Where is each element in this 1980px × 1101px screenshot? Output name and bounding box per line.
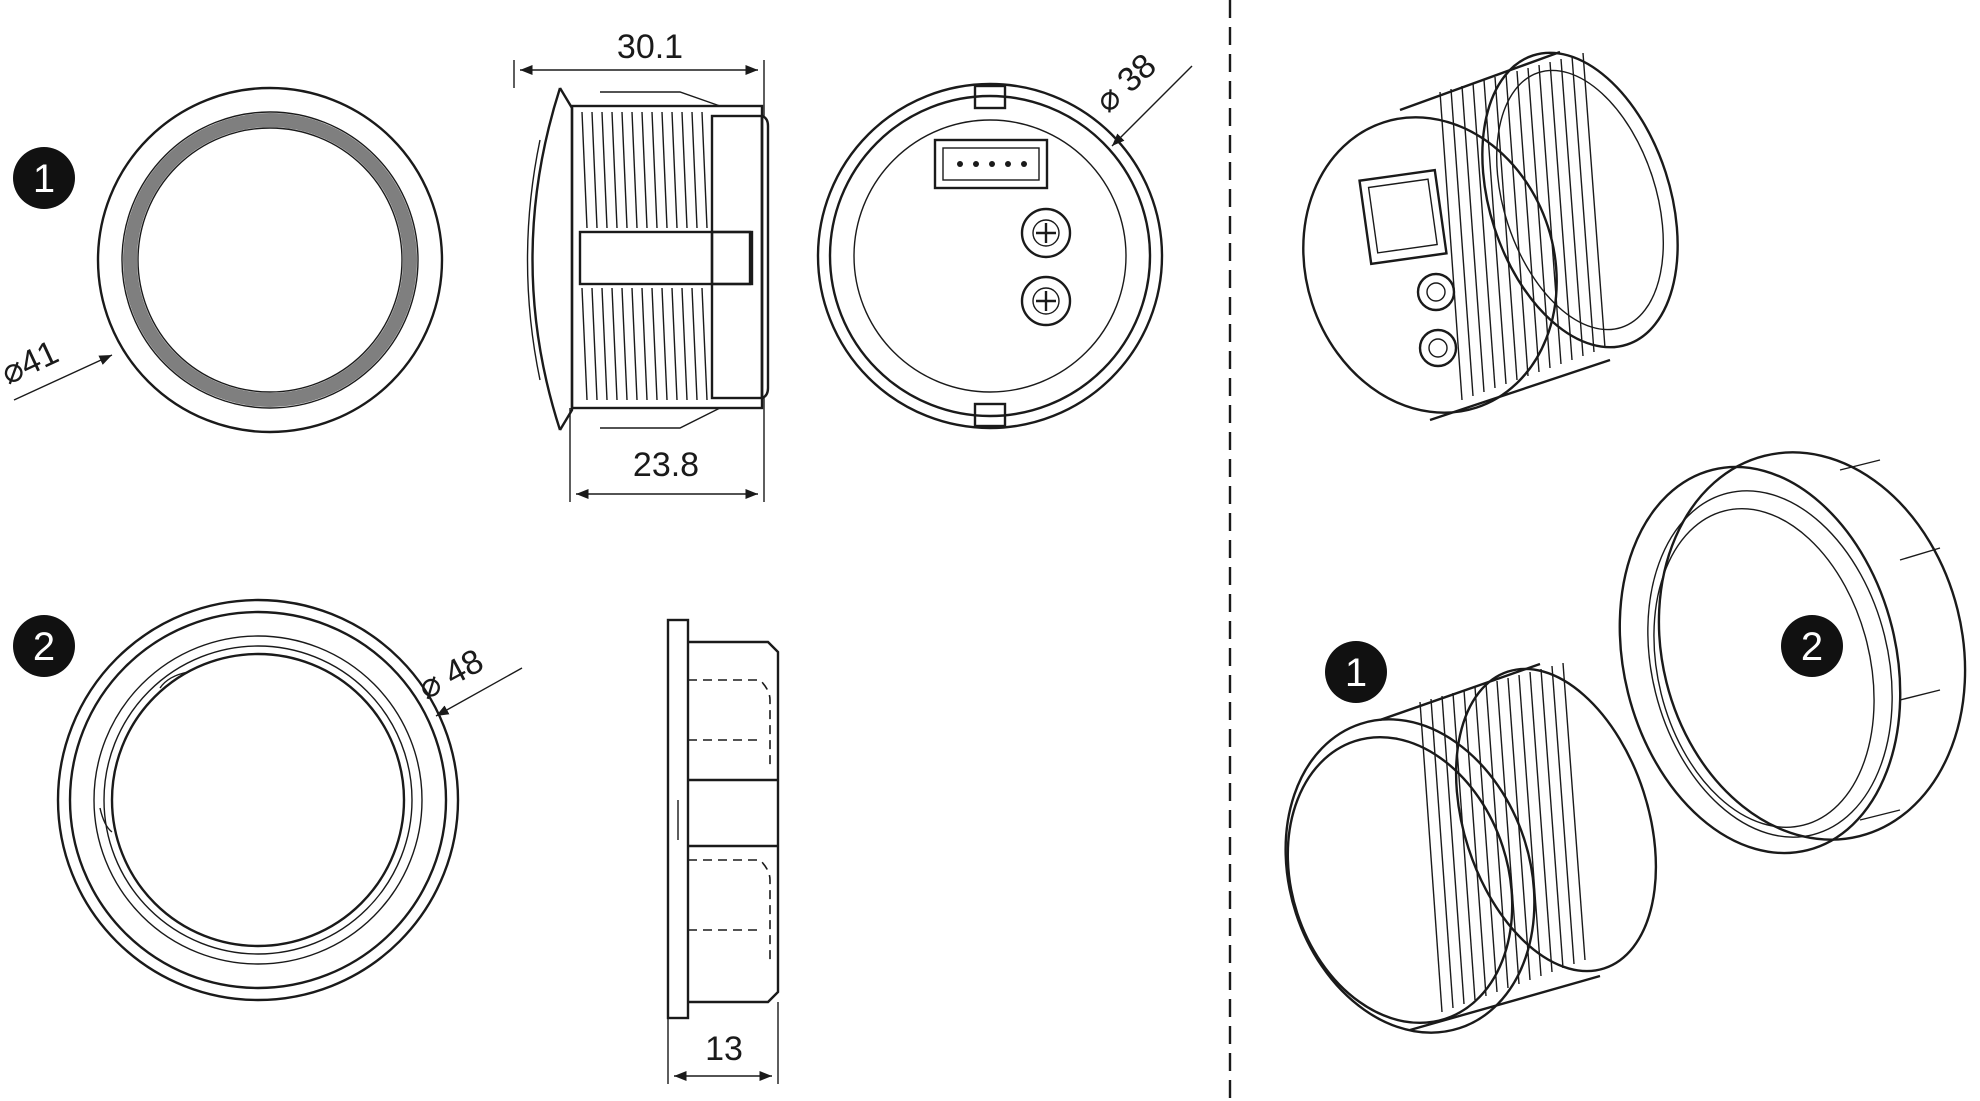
isometric-part1-rear [1302,50,1679,422]
callout-badge-1: 1 [13,147,75,209]
thread-line [691,111,698,229]
thread-line [631,287,638,401]
part1-side-view: 30.1 23.8 [513,28,770,502]
thread-line [621,111,628,229]
thread-line [1494,76,1518,381]
thread-line [591,111,598,229]
thread-line [611,287,618,401]
thread-line [661,111,668,229]
connector-pin [1005,161,1011,167]
thread-line [1441,695,1465,1005]
thread-line [641,287,648,401]
thread-line [611,111,618,229]
thread-line [1562,662,1586,961]
part1-front-view: ⌀41 [0,86,444,434]
thread-line [1538,64,1562,365]
thread-line [601,287,608,401]
thread-line [1518,674,1542,977]
thread-line [621,287,628,401]
screw-terminal-icon [1020,275,1072,327]
connector-pin [957,161,963,167]
thread-line [1551,665,1575,965]
thread-line [1527,67,1551,369]
connector-pin [1021,161,1027,167]
svg-text:1: 1 [1345,651,1367,695]
thread-line [1450,88,1474,397]
screw-terminal-icon [1020,207,1072,259]
thread-line [1582,52,1606,349]
dimension-rear-diameter: ⌀ 38 [1088,46,1164,120]
thread-line [671,111,678,229]
thread-line [631,111,638,229]
callout-badge-1: 1 [1325,641,1387,703]
thread-line [701,287,708,401]
callout-badge-2: 2 [1781,615,1843,677]
thread-line [1474,686,1498,993]
thread-line [681,287,688,401]
svg-text:2: 2 [33,625,55,669]
thread-line [681,111,688,229]
thread-line [581,287,588,401]
thread-line [1439,91,1463,401]
thread-line [1461,85,1485,393]
thread-line [671,287,678,401]
thread-line [601,111,608,229]
thread-line [1463,689,1487,997]
dimension-ring-diameter: ⌀ 48 [412,642,490,707]
dimension-ring-thickness: 13 [705,1030,743,1068]
thread-line [1483,79,1507,385]
thread-line [661,287,668,401]
thread-line [1505,73,1529,377]
thread-line [1507,677,1531,981]
thread-line [651,111,658,229]
thread-line [651,287,658,401]
thread-line [1516,70,1540,373]
part2-front-view: ⌀ 48 [56,598,523,1002]
thread-line [1529,671,1553,973]
callout-badge-2: 2 [13,615,75,677]
dimension-overall-length: 30.1 [617,28,683,66]
connector-socket [933,138,1049,190]
connector-pin [989,161,995,167]
isometric-part1-front [1284,662,1658,1034]
dimension-front-diameter: ⌀41 [0,333,64,392]
thread-line [1430,698,1454,1009]
thread-line [1472,82,1496,389]
thread-line [1571,55,1595,353]
thread-line [1560,58,1584,357]
thread-line [641,111,648,229]
part1-rear-view: ⌀ 38 [816,46,1193,430]
thread-line [581,111,588,229]
svg-text:2: 2 [1801,625,1823,669]
isometric-part2-ring [1618,451,1967,855]
thread-line [701,111,708,229]
connector-pin [973,161,979,167]
thread-line [1496,680,1520,985]
svg-text:1: 1 [33,157,55,201]
thread-line [691,287,698,401]
thread-line [1452,692,1476,1001]
dimension-body-length: 23.8 [633,446,699,484]
part2-side-view: 13 [666,618,780,1084]
thread-line [1419,701,1443,1013]
thread-line [1540,668,1564,969]
thread-line [1549,61,1573,361]
thread-line [591,287,598,401]
thread-line [1485,683,1509,989]
